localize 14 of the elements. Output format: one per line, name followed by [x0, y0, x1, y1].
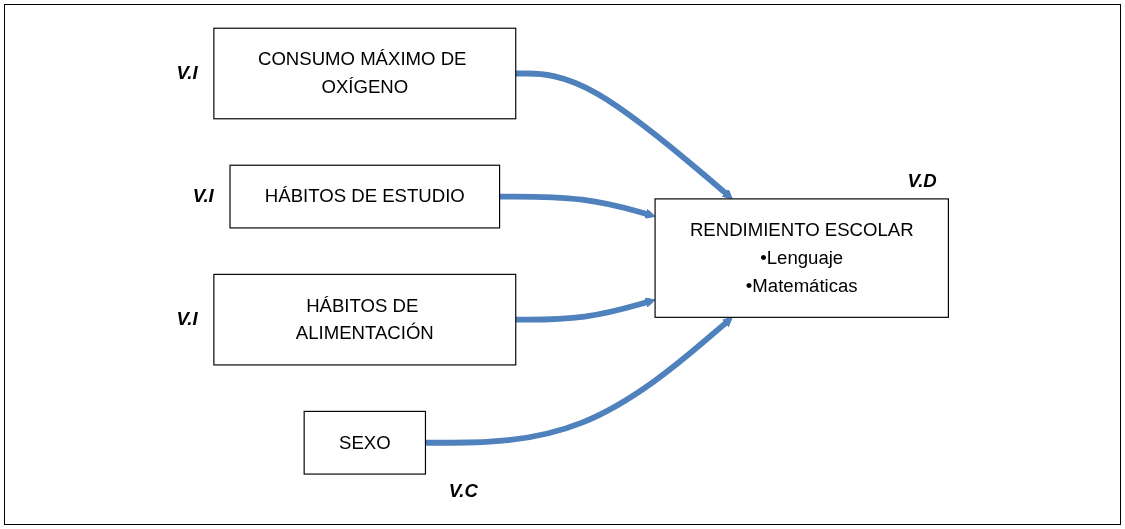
node-box: HÁBITOS DE ALIMENTACIÓN — [213, 273, 517, 366]
variable-tag: V.I — [192, 185, 214, 207]
variable-tag: V.I — [176, 308, 198, 330]
arrow — [425, 316, 733, 446]
variable-tag: V.C — [448, 480, 478, 502]
node-box: SEXO — [303, 410, 427, 475]
variable-tag: V.D — [907, 170, 937, 192]
node-box: RENDIMIENTO ESCOLAR •Lenguaje •Matemáticas — [654, 198, 949, 318]
node-box: CONSUMO MÁXIMO DE OXÍGENO — [213, 27, 517, 120]
node-box: HÁBITOS DE ESTUDIO — [229, 164, 501, 229]
arrow — [515, 297, 656, 323]
variable-tag: V.I — [176, 62, 198, 84]
arrow — [515, 70, 733, 200]
arrow — [499, 193, 656, 219]
